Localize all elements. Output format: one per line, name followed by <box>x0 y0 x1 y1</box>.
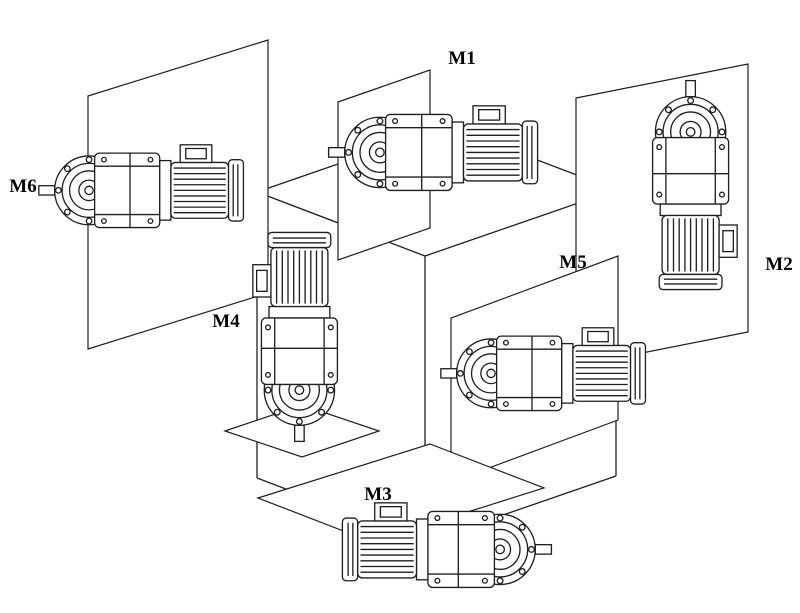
label-m5: M5 <box>559 252 586 273</box>
label-m3: M3 <box>364 484 391 505</box>
mounting-plane-m3 <box>256 443 546 543</box>
label-m6: M6 <box>9 176 36 197</box>
label-m2: M2 <box>765 254 792 275</box>
label-m1: M1 <box>448 48 475 69</box>
label-m4: M4 <box>212 311 240 332</box>
